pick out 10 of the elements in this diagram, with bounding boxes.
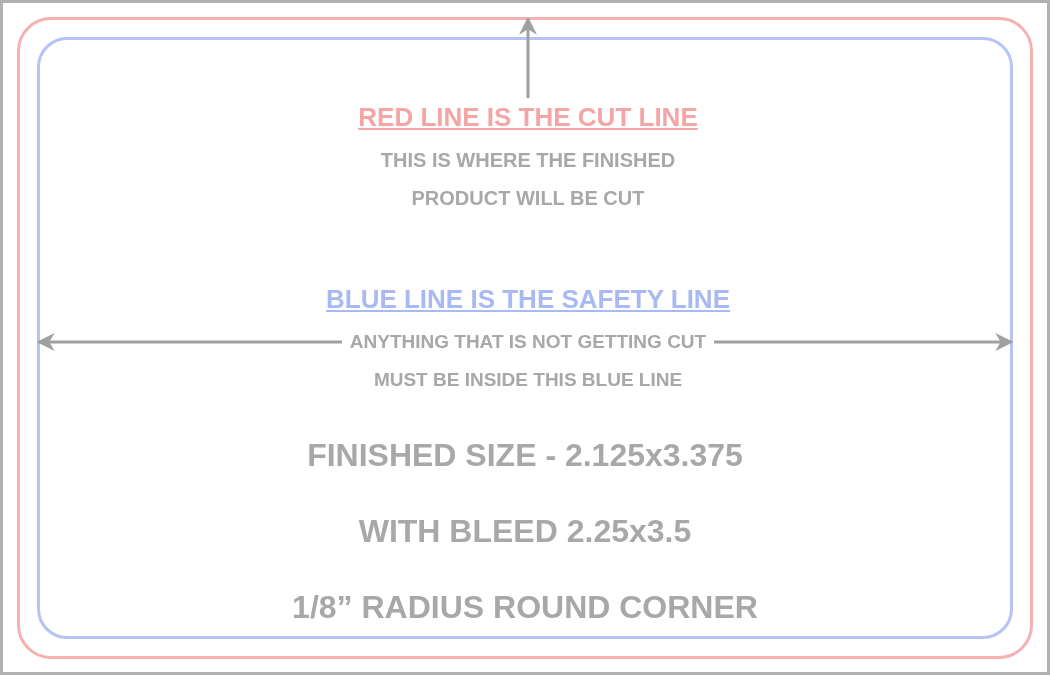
size-note: 1/8” RADIUS ROUND CORNER [291,589,759,626]
arrow [714,333,1014,351]
note-text: THIS IS WHERE THE FINISHED PRODUCT WILL BE CUT [379,148,677,211]
heading: BLUE LINE IS THE SAFETY LINE [326,284,730,315]
arrow [36,333,342,351]
heading: RED LINE IS THE CUT LINE [358,102,698,133]
note-text: ANYTHING THAT IS NOT GETTING CUT MUST BE INSIDE THIS BLUE LINE [348,330,708,392]
arrow [519,16,537,98]
size-note: WITH BLEED 2.25x3.5 [357,513,693,550]
size-note: FINISHED SIZE - 2.125x3.375 [306,437,744,474]
